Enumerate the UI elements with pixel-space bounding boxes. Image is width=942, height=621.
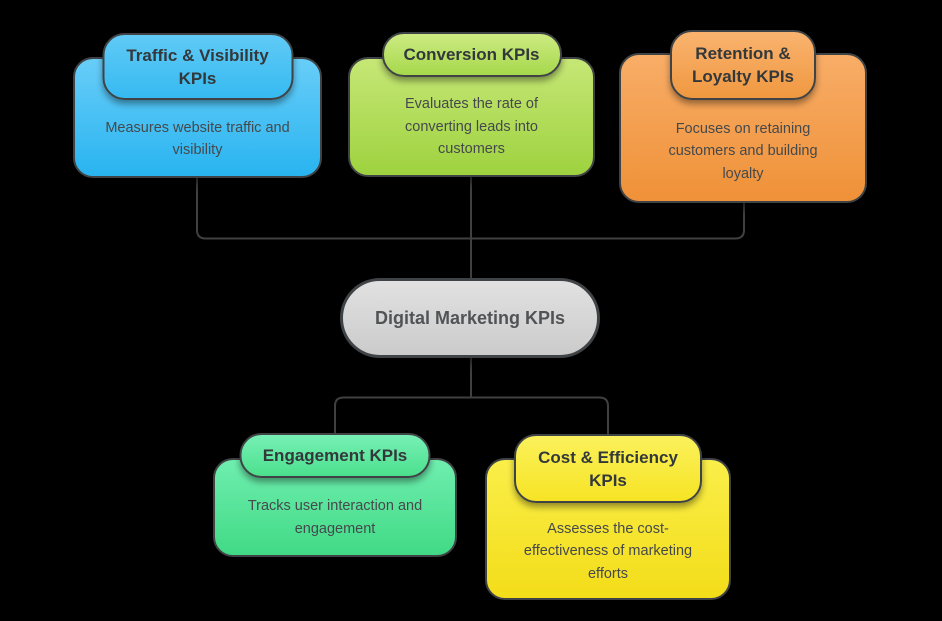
node-engagement-title: Engagement KPIs (239, 433, 431, 478)
node-conversion-title: Conversion KPIs (381, 32, 562, 77)
node-conversion-body: Evaluates the rate of converting leads i… (348, 57, 595, 177)
node-retention-description: Focuses on retaining customers and build… (668, 120, 818, 182)
node-traffic-description: Measures website traffic and visibility (105, 119, 290, 159)
node-traffic-title: Traffic & Visibility KPIs (102, 33, 293, 100)
node-conversion-description: Evaluates the rate of converting leads i… (405, 96, 538, 158)
connector-bottom-bus (334, 396, 609, 434)
node-cost-description: Assesses the cost-effectiveness of marke… (523, 520, 693, 582)
node-cost-title: Cost & Efficiency KPIs (514, 434, 702, 503)
node-retention-body: Focuses on retaining customers and build… (619, 53, 867, 203)
node-engagement-description: Tracks user interaction and engagement (247, 498, 423, 537)
node-cost-efficiency: Assesses the cost-effectiveness of marke… (485, 434, 731, 600)
node-retention-loyalty: Focuses on retaining customers and build… (619, 30, 867, 203)
node-engagement: Tracks user interaction and engagement E… (213, 433, 457, 557)
node-root-digital-marketing-kpis: Digital Marketing KPIs (340, 278, 600, 358)
node-retention-title: Retention & Loyalty KPIs (670, 30, 816, 100)
node-traffic-visibility: Measures website traffic and visibility … (73, 33, 322, 178)
node-conversion: Evaluates the rate of converting leads i… (348, 32, 595, 177)
